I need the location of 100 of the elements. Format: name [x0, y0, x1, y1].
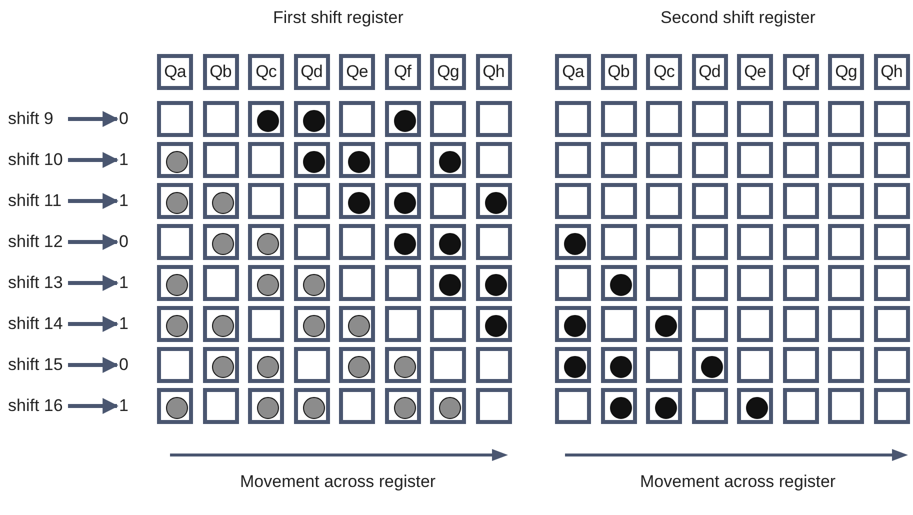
shift-label: shift 11 [8, 190, 62, 212]
register-cell [692, 183, 728, 219]
register-cell [430, 142, 466, 178]
register-cell [737, 183, 773, 219]
arrow [68, 234, 119, 250]
register-cell [646, 101, 682, 137]
register-cell [600, 388, 636, 424]
register-cell [782, 388, 818, 424]
register-cell [828, 265, 864, 301]
register-cell [294, 224, 330, 260]
bit-dot [564, 315, 586, 337]
register-cell [874, 306, 910, 342]
register-cell [384, 306, 420, 342]
bit-dot [700, 356, 722, 378]
register-cell [874, 265, 910, 301]
register-cell [157, 388, 193, 424]
bit-dot [348, 315, 370, 337]
register-cell [157, 224, 193, 260]
arrow [68, 193, 119, 209]
register-cell [202, 347, 238, 383]
register-cell [248, 388, 284, 424]
register-cell [600, 142, 636, 178]
register-cell [476, 265, 512, 301]
bit-dot [166, 192, 188, 214]
register-cell [202, 183, 238, 219]
section-title: Second shift register [660, 8, 816, 28]
register-cell [202, 388, 238, 424]
register-cell [157, 347, 193, 383]
shift-label: shift 13 [8, 272, 63, 294]
bit-dot [439, 397, 461, 419]
register-cell [202, 306, 238, 342]
bit-dot [166, 397, 188, 419]
register-cell [339, 183, 375, 219]
register-cell [202, 101, 238, 137]
register-cell [294, 306, 330, 342]
column-header: Qg [828, 54, 864, 90]
register-cell [646, 183, 682, 219]
column-header: Qd [692, 54, 728, 90]
register-cell [692, 142, 728, 178]
register-cell [476, 183, 512, 219]
bit-dot [348, 192, 370, 214]
axis-caption: Movement across register [640, 472, 836, 492]
register-cell [874, 101, 910, 137]
register-cell [828, 388, 864, 424]
register-cell [430, 101, 466, 137]
column-header: Qh [476, 54, 512, 90]
bit-dot [302, 397, 324, 419]
register-cell [384, 265, 420, 301]
bit-value: 0 [119, 231, 128, 253]
column-header: Qa [555, 54, 591, 90]
register-cell [248, 265, 284, 301]
register-cell [202, 224, 238, 260]
column-header: Qe [339, 54, 375, 90]
register-cell [248, 142, 284, 178]
register-cell [782, 224, 818, 260]
register-cell [828, 183, 864, 219]
arrow [68, 275, 119, 291]
register-cell [339, 265, 375, 301]
register-cell [828, 101, 864, 137]
register-cell [294, 142, 330, 178]
register-cell [828, 306, 864, 342]
register-cell [874, 388, 910, 424]
register-cell [157, 265, 193, 301]
register-cell [874, 347, 910, 383]
bit-dot [212, 315, 234, 337]
section-title: First shift register [273, 8, 404, 28]
shift-label: shift 16 [8, 395, 63, 417]
bit-dot [348, 356, 370, 378]
column-header: Qg [430, 54, 466, 90]
register-cell [600, 306, 636, 342]
register-cell [828, 347, 864, 383]
register-cell [476, 347, 512, 383]
register-cell [476, 388, 512, 424]
register-cell [157, 101, 193, 137]
bit-dot [257, 233, 279, 255]
bit-dot [484, 274, 506, 296]
bit-dot [439, 233, 461, 255]
register-cell [157, 142, 193, 178]
arrow [68, 152, 119, 168]
register-cell [600, 101, 636, 137]
register-cell [555, 101, 591, 137]
register-cell [555, 142, 591, 178]
register-cell [600, 183, 636, 219]
bit-dot [610, 356, 632, 378]
register-cell [692, 265, 728, 301]
register-cell [874, 183, 910, 219]
register-cell [339, 142, 375, 178]
register-cell [476, 306, 512, 342]
column-header: Qb [202, 54, 238, 90]
bit-dot [655, 315, 677, 337]
register-cell [294, 347, 330, 383]
register-cell [248, 101, 284, 137]
bit-dot [212, 233, 234, 255]
bit-dot [257, 110, 279, 132]
register-cell [384, 183, 420, 219]
register-cell [692, 306, 728, 342]
register-cell [737, 101, 773, 137]
shift-label: shift 14 [8, 313, 63, 335]
column-header: Qe [737, 54, 773, 90]
register-cell [782, 183, 818, 219]
